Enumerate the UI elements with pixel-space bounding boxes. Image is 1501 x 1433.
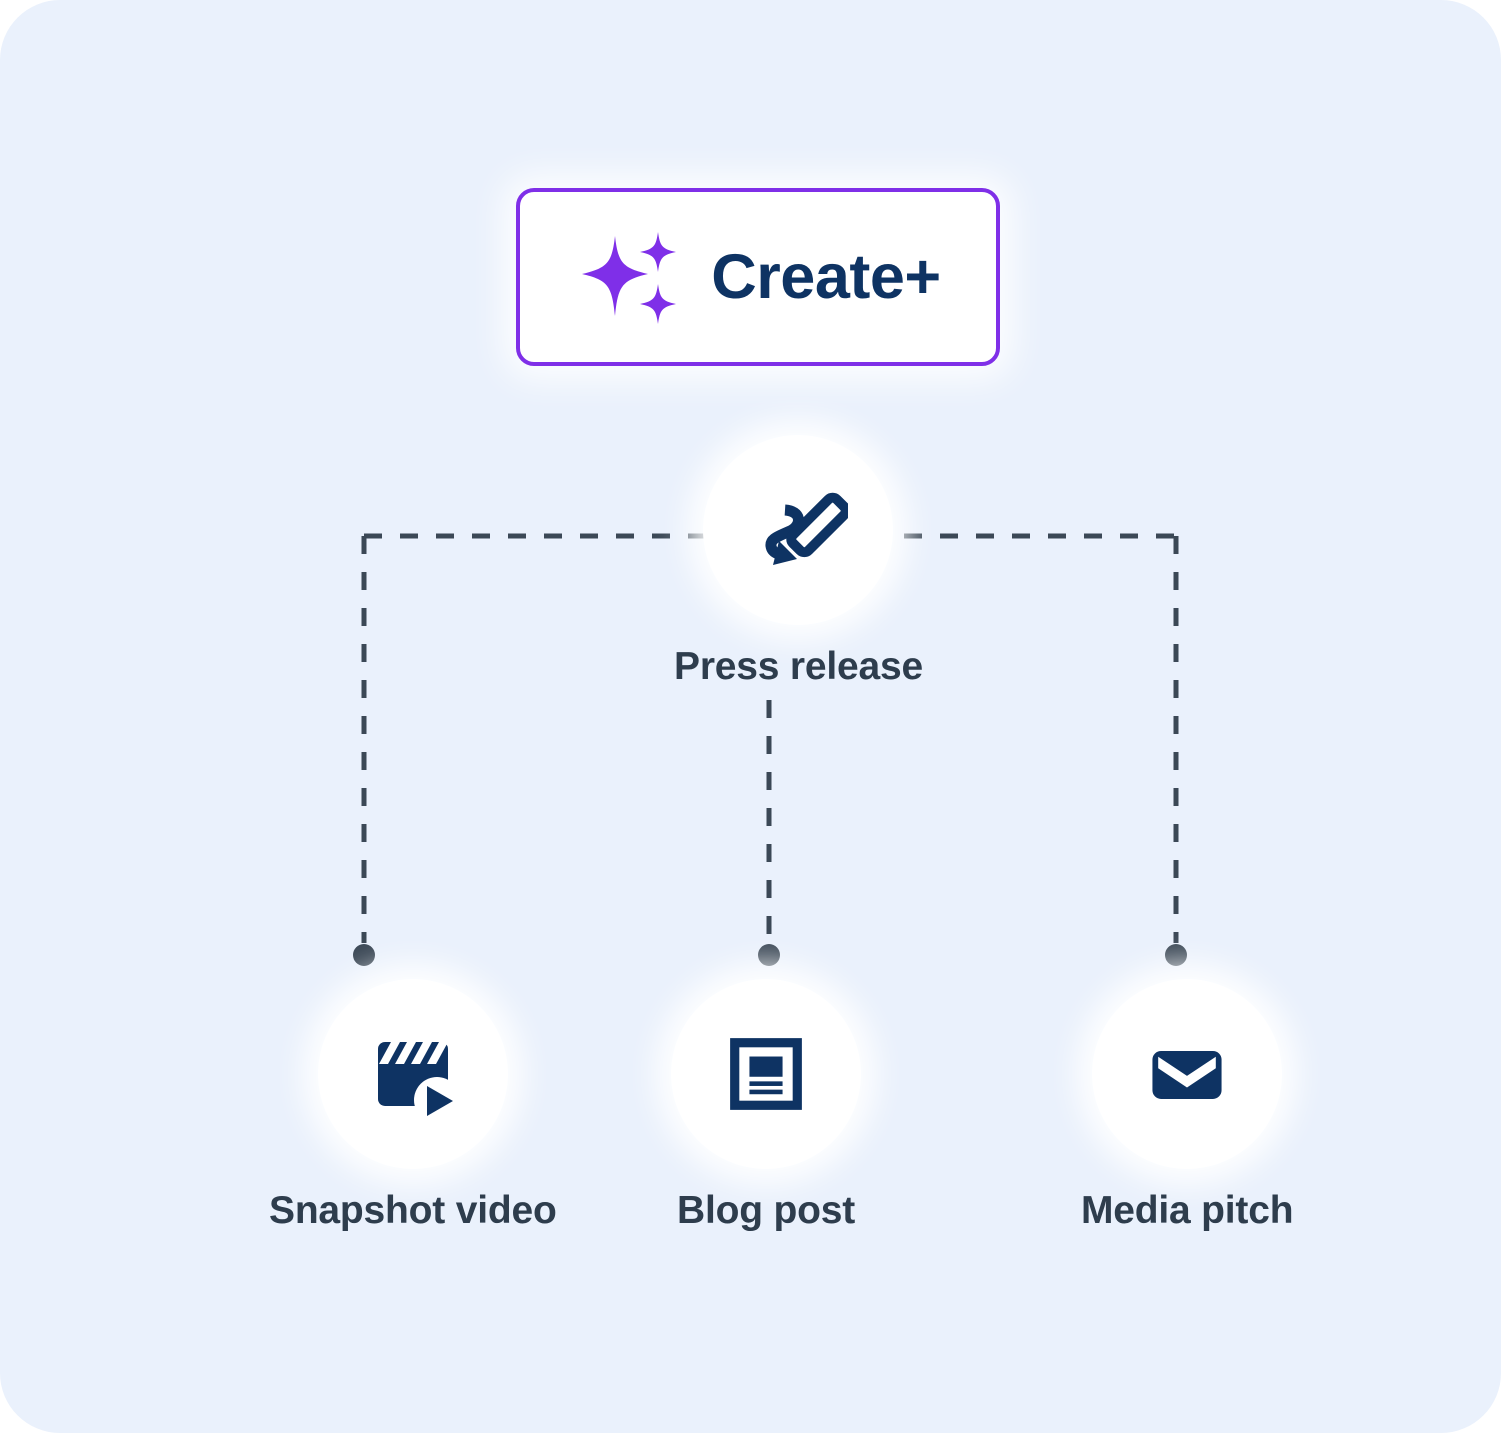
node-press-release[interactable]: Press release	[674, 435, 923, 686]
node-snapshot-video-circle[interactable]	[317, 979, 508, 1169]
connector-dot-media-pitch	[1165, 944, 1187, 966]
node-blog-post[interactable]: Blog post	[671, 979, 861, 1230]
node-press-release-circle[interactable]	[703, 435, 894, 625]
node-blog-post-circle[interactable]	[671, 979, 861, 1169]
node-media-pitch-circle[interactable]	[1092, 979, 1283, 1169]
node-media-pitch-label: Media pitch	[1081, 1189, 1294, 1232]
pencil-signature-icon	[748, 480, 849, 580]
create-plus-label: Create+	[711, 241, 941, 312]
node-media-pitch[interactable]: Media pitch	[1081, 979, 1294, 1232]
article-icon	[720, 1028, 812, 1120]
connector-dot-blog-post	[758, 944, 780, 966]
node-snapshot-video-label: Snapshot video	[269, 1189, 557, 1232]
node-snapshot-video[interactable]: Snapshot video	[269, 979, 557, 1230]
clapperboard-play-icon	[363, 1024, 463, 1124]
node-blog-post-label: Blog post	[676, 1189, 855, 1232]
create-plus-button[interactable]: Create+	[516, 188, 1000, 366]
node-press-release-label: Press release	[674, 645, 923, 688]
envelope-icon	[1139, 1026, 1235, 1122]
connector-dot-snapshot-video	[353, 944, 375, 966]
sparkle-icon	[575, 222, 685, 332]
